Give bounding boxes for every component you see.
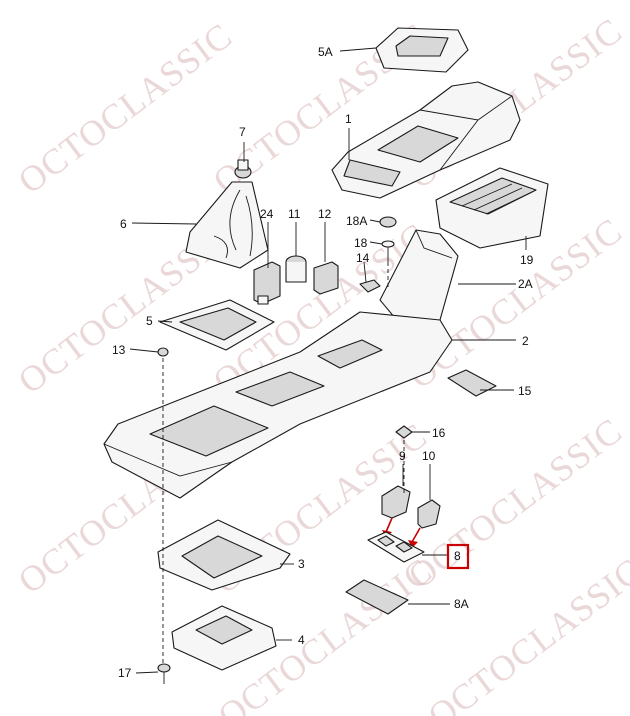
callout-5A[interactable]: 5A (318, 45, 333, 59)
callout-19[interactable]: 19 (520, 253, 534, 267)
part-18A-cap[interactable] (379, 216, 397, 228)
part-8-switch-housing[interactable] (367, 531, 425, 563)
part-10-window-switch[interactable] (417, 499, 441, 529)
callout-9[interactable]: 9 (399, 449, 406, 463)
part-15-bracket[interactable] (447, 369, 497, 397)
part-8A-blank-cover[interactable] (345, 579, 409, 615)
callout-24[interactable]: 24 (260, 207, 274, 221)
callout-4[interactable]: 4 (298, 633, 305, 647)
part-6-shift-boot[interactable] (185, 181, 269, 269)
part-19-storage-tray[interactable] (435, 167, 549, 249)
callout-14[interactable]: 14 (356, 251, 370, 265)
part-5A-pad[interactable] (375, 27, 469, 73)
part-4-mounting-bracket[interactable] (171, 605, 277, 671)
part-14-clip[interactable] (359, 279, 381, 293)
callout-2A[interactable]: 2A (518, 277, 533, 291)
callout-18[interactable]: 18 (354, 236, 368, 250)
callout-6[interactable]: 6 (120, 217, 127, 231)
part-9-window-switch[interactable] (381, 485, 411, 519)
assembly-guide-lines (162, 262, 405, 664)
part-17-screw[interactable] (157, 663, 171, 684)
callout-labels: 5A 1 7 6 24 11 12 18A 18 14 19 2A 5 2 13… (112, 45, 534, 680)
part-24-switch[interactable] (253, 261, 281, 305)
callout-18A[interactable]: 18A (346, 214, 367, 228)
watermark-text: OCTOCLASSIC (11, 15, 240, 201)
callout-12[interactable]: 12 (318, 207, 332, 221)
part-12-switch[interactable] (313, 261, 339, 295)
callout-8-highlight-box (446, 543, 470, 570)
callout-10[interactable]: 10 (422, 449, 436, 463)
callout-11[interactable]: 11 (288, 207, 301, 221)
callout-7[interactable]: 7 (239, 125, 246, 139)
callout-2[interactable]: 2 (522, 334, 529, 348)
part-7-shift-knob[interactable] (234, 159, 252, 179)
part-18-screw[interactable] (381, 240, 395, 262)
part-11-switch[interactable] (285, 255, 307, 283)
part-13-bolt[interactable] (157, 347, 169, 357)
callout-1[interactable]: 1 (345, 112, 352, 126)
part-3-lower-housing[interactable] (157, 519, 291, 591)
callout-17[interactable]: 17 (118, 666, 132, 680)
callout-3[interactable]: 3 (298, 557, 305, 571)
callout-5[interactable]: 5 (146, 314, 153, 328)
part-1-upper-console[interactable] (331, 81, 521, 199)
part-2-center-console[interactable] (103, 311, 453, 499)
callout-16[interactable]: 16 (432, 426, 446, 440)
callout-13[interactable]: 13 (112, 343, 126, 357)
leader-lines (129, 47, 527, 674)
callout-15[interactable]: 15 (518, 384, 532, 398)
callout-8A[interactable]: 8A (454, 597, 469, 611)
callout-8[interactable]: 8 (454, 549, 461, 563)
part-5-gear-bezel[interactable] (159, 299, 275, 351)
